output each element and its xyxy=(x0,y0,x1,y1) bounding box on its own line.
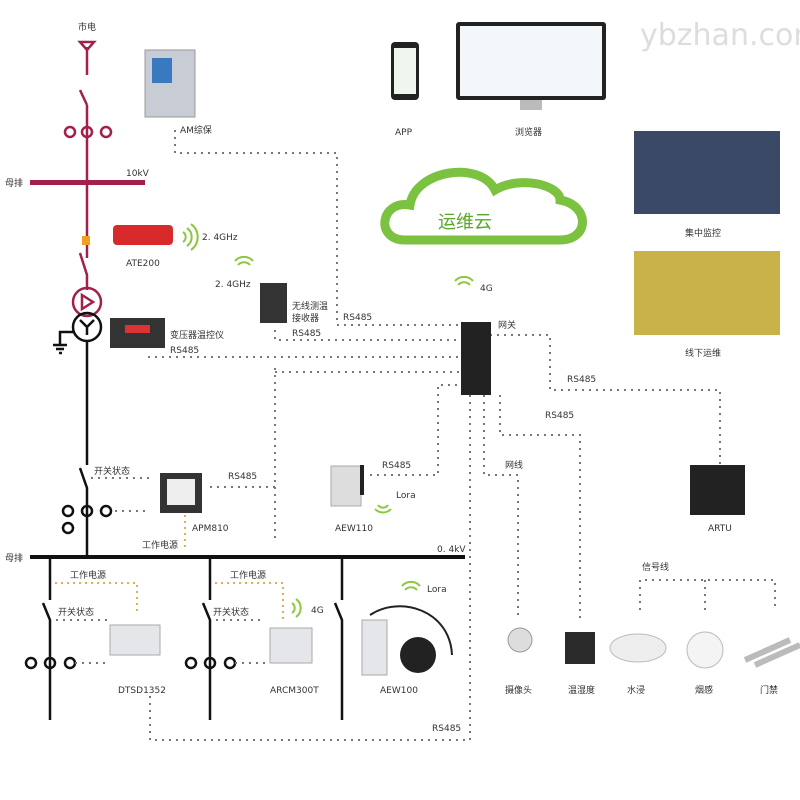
aew100-label: AEW100 xyxy=(380,686,418,696)
bus-10kv xyxy=(30,180,145,185)
kv10-label: 10kV xyxy=(126,169,150,179)
bus-label: 母排 xyxy=(5,552,23,564)
cable xyxy=(369,605,453,656)
arcm-label: ARCM300T xyxy=(270,686,319,696)
ghz2-label: 2. 4GHz xyxy=(215,280,251,290)
ate200-device xyxy=(113,225,173,245)
gateway-label: 网关 xyxy=(498,319,516,331)
lv-circuit xyxy=(24,311,344,720)
phone-screen xyxy=(394,48,416,94)
switch-label: 开关状态 xyxy=(213,606,249,618)
rs485-label: RS485 xyxy=(382,461,411,471)
water-sensor-device xyxy=(609,633,667,663)
aew100-device xyxy=(361,619,388,676)
offline-label: 线下运维 xyxy=(685,347,721,359)
door-label: 门禁 xyxy=(760,684,778,696)
receiver-label-1: 无线测温 xyxy=(292,300,328,312)
central-label: 集中监控 xyxy=(685,227,721,239)
rs485-label: RS485 xyxy=(432,724,461,734)
artu-label: ARTU xyxy=(708,524,732,534)
browser-label: 浏览器 xyxy=(515,126,542,138)
app-label: APP xyxy=(395,128,413,138)
apm-label: APM810 xyxy=(192,524,229,534)
power-label: 工作电源 xyxy=(142,539,178,551)
camera-label: 摄像头 xyxy=(505,684,532,696)
rs485-label: RS485 xyxy=(228,472,257,482)
wire-label: 网线 xyxy=(505,459,523,471)
transformer-label: 变压器温控仪 xyxy=(170,329,224,341)
antenna xyxy=(360,465,364,495)
smoke-sensor-device xyxy=(686,631,724,669)
temp-display xyxy=(125,325,150,333)
monitor-stand xyxy=(520,100,542,110)
grid-label: 市电 xyxy=(78,21,96,33)
lora-label: Lora xyxy=(427,585,447,595)
central-monitoring-photo xyxy=(634,131,780,214)
receiver-label-2: 接收器 xyxy=(292,312,319,324)
power-label: 工作电源 xyxy=(70,569,106,581)
sensor-point xyxy=(82,236,90,245)
ate-label: ATE200 xyxy=(126,259,160,269)
cloud-icon xyxy=(380,167,587,245)
gateway-device xyxy=(461,322,491,395)
am-screen xyxy=(152,58,172,83)
dtsd-label: DTSD1352 xyxy=(118,686,166,696)
rs485-label: RS485 xyxy=(343,313,372,323)
power-lines xyxy=(55,515,284,622)
artu-device xyxy=(690,465,745,515)
am-label: AM综保 xyxy=(180,124,212,136)
switch-label: 开关状态 xyxy=(58,606,94,618)
dtsd1352-device xyxy=(109,624,161,656)
ghz1-label: 2. 4GHz xyxy=(202,233,238,243)
water-label: 水浸 xyxy=(627,684,645,696)
camera-device xyxy=(507,627,533,653)
4g-label: 4G xyxy=(311,606,324,616)
door-sensor-device xyxy=(743,637,800,668)
4g-label: 4G xyxy=(480,284,493,294)
current-transformer xyxy=(400,637,436,673)
power-label: 工作电源 xyxy=(230,569,266,581)
rs485-label: RS485 xyxy=(545,411,574,421)
bus-label: 母排 xyxy=(5,177,23,189)
kv04-label: 0. 4kV xyxy=(437,545,466,555)
rs485-label: RS485 xyxy=(292,329,321,339)
smoke-label: 烟感 xyxy=(695,684,713,696)
arcm300t-device xyxy=(269,627,313,664)
temphum-device xyxy=(565,632,595,664)
switch-label: 开关状态 xyxy=(94,465,130,477)
offline-maintenance-photo xyxy=(634,251,780,335)
temphum-label: 温湿度 xyxy=(568,684,595,696)
bus-04kv xyxy=(30,555,465,559)
rs485-label: RS485 xyxy=(567,375,596,385)
apm-screen xyxy=(167,479,195,505)
aew110-device xyxy=(330,465,362,507)
rs485-label: RS485 xyxy=(170,346,199,356)
rs485-lines xyxy=(56,130,776,741)
receiver-device xyxy=(260,283,287,323)
monitor-screen xyxy=(460,26,602,96)
lora-label: Lora xyxy=(396,491,416,501)
cloud-label: 运维云 xyxy=(438,212,492,233)
wifi-icon xyxy=(182,223,474,618)
signal-label: 信号线 xyxy=(642,561,669,573)
aew110-label: AEW110 xyxy=(335,524,373,534)
hv-circuit xyxy=(63,40,113,318)
watermark: ybzhan.com xyxy=(640,18,800,53)
